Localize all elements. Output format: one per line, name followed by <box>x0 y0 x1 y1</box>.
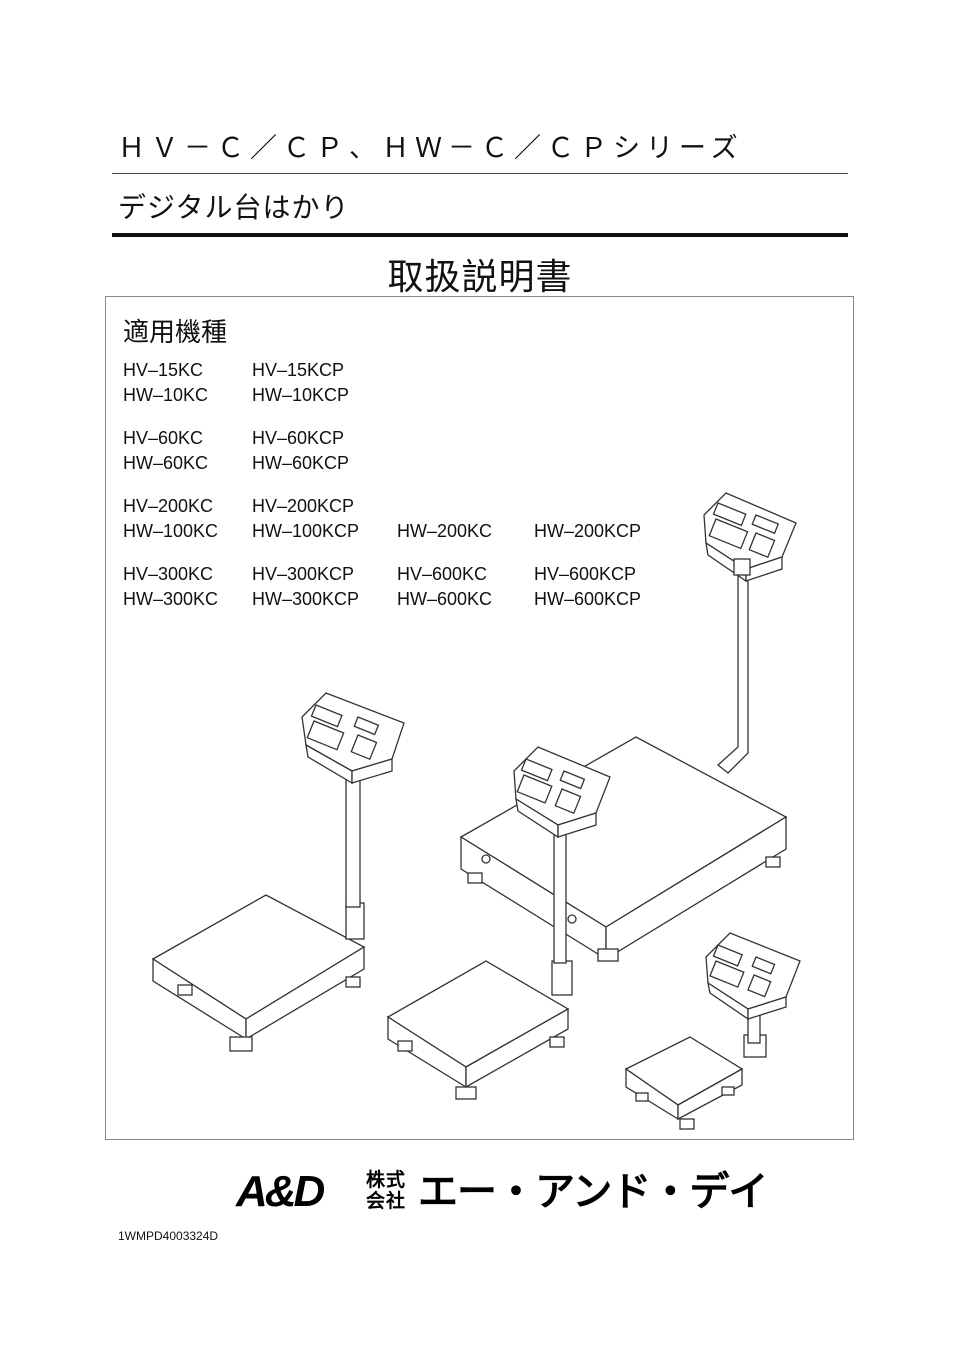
model-name: HW–600KC <box>397 589 493 609</box>
model-name: HV–600KCP <box>534 564 637 584</box>
model-name: HV–200KCP <box>252 496 355 516</box>
medium-left-scale-image <box>151 692 405 1052</box>
model-name: HW–300KCP <box>252 589 360 609</box>
model-name: HV–15KC <box>123 360 204 380</box>
document-title: 取扱説明書 <box>387 257 573 298</box>
company-logo: A&D 株式会社 エー・アンド・デイ <box>236 1167 768 1216</box>
model-name: HW–200KCP <box>534 521 642 541</box>
medium-center-scale-image <box>386 746 611 1100</box>
small-right-scale-image <box>624 932 801 1130</box>
logo-mark: A&D <box>236 1167 325 1216</box>
model-name: HV–600KC <box>397 564 488 584</box>
logo-company-name: エー・アンド・デイ <box>418 1169 768 1215</box>
divider-thin <box>112 173 848 174</box>
model-name: HW–10KCP <box>252 385 350 405</box>
model-name: HV–300KC <box>123 564 214 584</box>
model-name: HW–60KC <box>123 453 209 473</box>
model-name: HV–300KCP <box>252 564 355 584</box>
scales-illustration <box>106 297 853 1139</box>
divider-thick <box>112 233 848 237</box>
model-name: HW–60KCP <box>252 453 350 473</box>
model-name: HW–100KC <box>123 521 219 541</box>
document-code: 1WMPD4003324D <box>118 1229 219 1243</box>
series-title: ＨＶ－Ｃ／ＣＰ、ＨＷ－Ｃ／ＣＰシリーズ <box>118 133 744 164</box>
model-name: HV–60KC <box>123 428 204 448</box>
logo-kabushiki: 株式会社 <box>366 1169 407 1212</box>
model-name: HV–200KC <box>123 496 214 516</box>
model-name: HW–10KC <box>123 385 209 405</box>
models-heading: 適用機種 <box>123 318 228 348</box>
models-box <box>105 296 854 1140</box>
large-scale-image <box>459 492 797 962</box>
model-name: HW–100KCP <box>252 521 360 541</box>
model-name: HW–200KC <box>397 521 493 541</box>
product-subtitle: デジタル台はかり <box>118 191 350 224</box>
model-name: HV–60KCP <box>252 428 345 448</box>
model-name: HV–15KCP <box>252 360 345 380</box>
model-name: HW–300KC <box>123 589 219 609</box>
model-name: HW–600KCP <box>534 589 642 609</box>
